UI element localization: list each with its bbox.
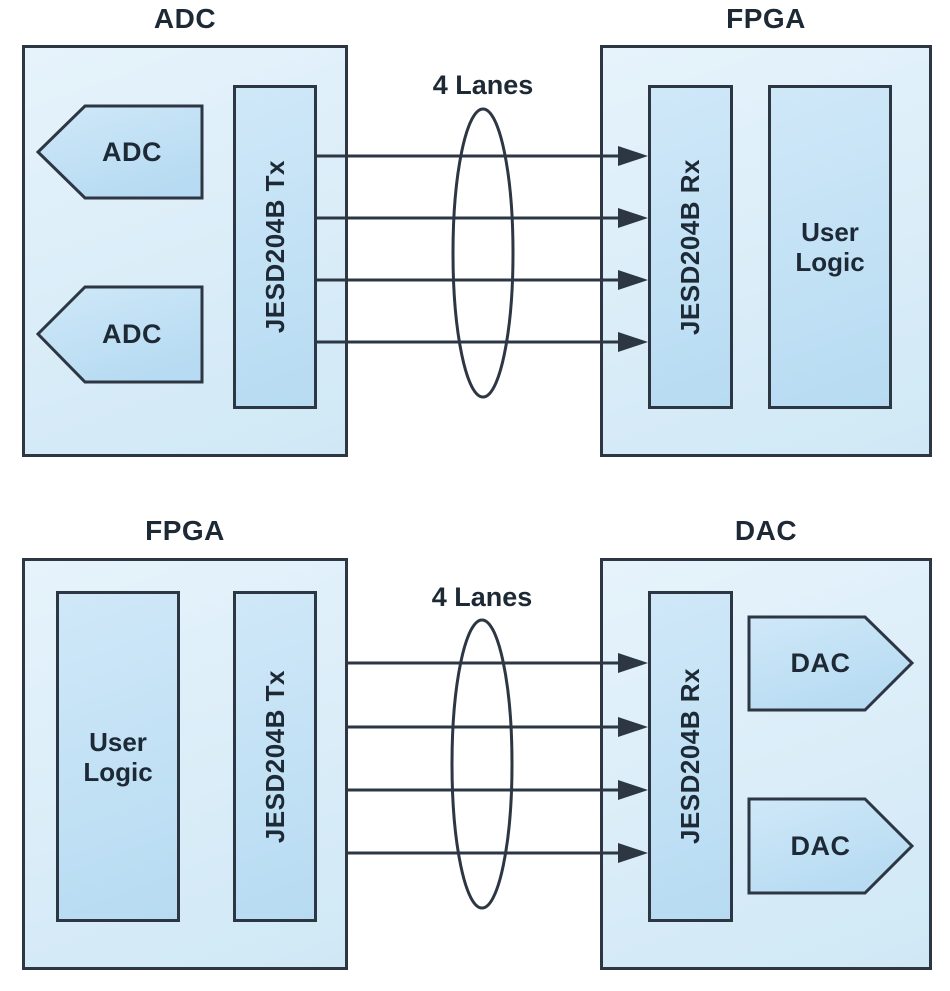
top-lane-bundle-ellipse — [451, 107, 515, 399]
jesd204b-tx-label-top: JESD204B Tx — [259, 160, 290, 334]
jesd204b-rx-block-top: JESD204B Rx — [648, 85, 733, 409]
top-left-device-title: ADC — [153, 3, 217, 34]
adc-converter-label-2: ADC — [102, 319, 162, 349]
user-logic-block-top: User Logic — [768, 85, 892, 409]
user-logic-label-bottom: User Logic — [83, 726, 153, 787]
jesd204b-rx-block-bottom: JESD204B Rx — [648, 591, 733, 922]
top-lanes-label: 4 Lanes — [432, 70, 534, 100]
jesd204b-tx-block-bottom: JESD204B Tx — [233, 591, 317, 922]
jesd204b-rx-label-bottom: JESD204B Rx — [675, 668, 705, 845]
bottom-lanes-label: 4 Lanes — [431, 582, 533, 612]
user-logic-block-bottom: User Logic — [56, 591, 180, 922]
dac-converter-label-1: DAC — [790, 648, 851, 678]
jesd204b-tx-label-bottom: JESD204B Tx — [259, 669, 290, 844]
jesd204b-tx-block-top: JESD204B Tx — [233, 85, 317, 409]
user-logic-label-top: User Logic — [795, 217, 865, 277]
adc-converter-label-1: ADC — [102, 136, 162, 167]
top-lane-group — [316, 107, 648, 399]
bottom-left-device-title: FPGA — [145, 515, 225, 546]
bottom-right-device-title: DAC — [734, 515, 798, 546]
bottom-lane-bundle-ellipse — [450, 618, 514, 910]
jesd204b-rx-label-top: JESD204B Rx — [675, 158, 705, 336]
dac-converter-label-2: DAC — [790, 830, 851, 861]
top-right-device-title: FPGA — [726, 3, 806, 34]
